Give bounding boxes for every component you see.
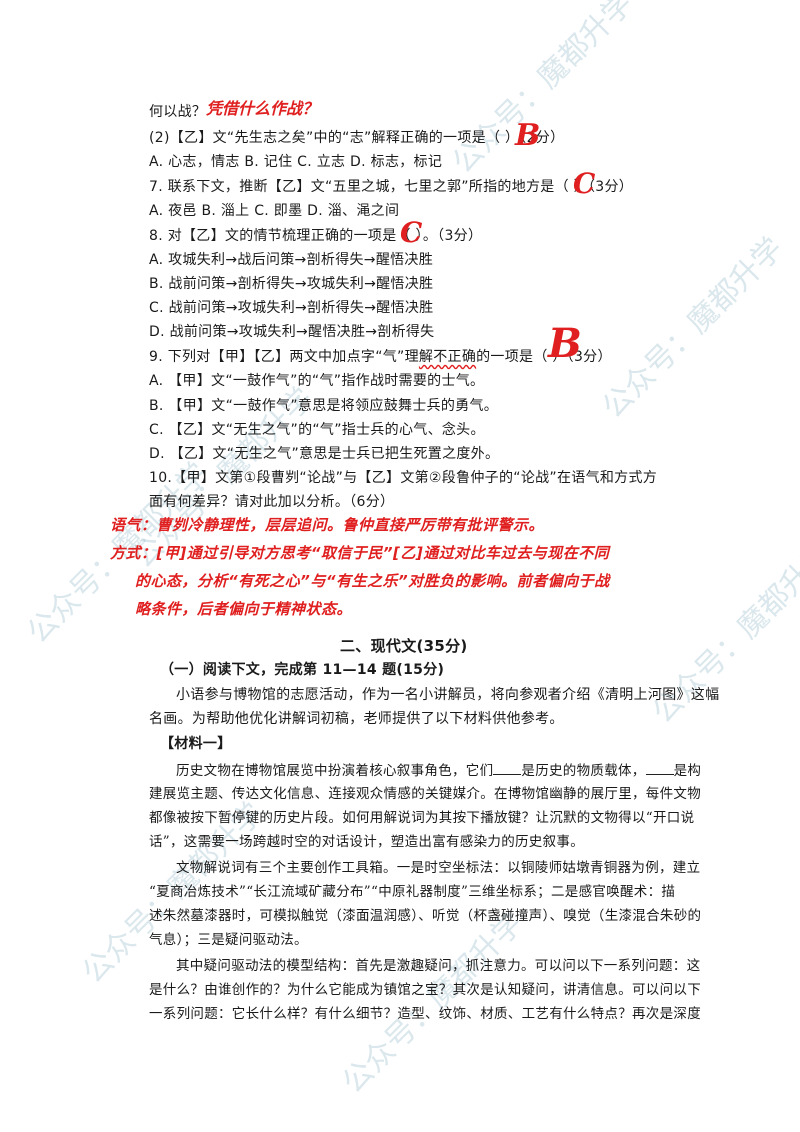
handwritten-answer-mark: C <box>573 167 596 200</box>
material-text: 是什么？由谁创作的？为什么它能成为镇馆之宝？其次是认知疑问，讲清信息。可以问以下 <box>149 982 701 998</box>
section-title: 二、现代文(35分) <box>340 637 468 655</box>
handwritten-note: 语气：曹刿冷静理性，层层追问。鲁仲直接严厉带有批评警示。 <box>110 516 545 534</box>
question-continuation: 何以战？ <box>149 104 207 120</box>
question-8: 8. 对【乙】文的情节梳理正确的一项是（ ）。（3分） <box>149 228 483 244</box>
handwritten-note: 略条件，后者偏向于精神状态。 <box>135 600 353 618</box>
material-text: “夏商冶炼技术”“长江流域矿藏分布”“中原礼器制度”三维坐标系；二是感官唤醒术：… <box>149 884 676 900</box>
question-6-2-options: A. 心志，情志 B. 记住 C. 立志 D. 标志，标记 <box>149 154 443 170</box>
text-span: 历史文物在博物馆展览中扮演着核心叙事角色，它们 <box>176 763 494 779</box>
material-text: 历史文物在博物馆展览中扮演着核心叙事角色，它们 是历史的物质载体， 是构 <box>176 760 701 781</box>
material-text: 述朱然墓漆器时，可模拟触觉（漆面温润感）、听觉（杯盏碰撞声）、嗅觉（生漆混合朱砂… <box>149 908 702 924</box>
option-item: D. 【乙】文“无生之气”意思是士兵已把生死置之度外。 <box>149 446 500 462</box>
subsection-title: （一）阅读下文，完成第 11—14 题(15分) <box>160 662 445 678</box>
handwritten-note: 的心态，分析“有死之心”与“有生之乐”对胜负的影响。前者偏向于战 <box>135 572 610 590</box>
handwritten-annotation: 凭借什么作战？ <box>206 99 319 118</box>
question-6-2: (2)【乙】文“先生志之矣”中的“志”解释正确的一项是（ ）（2分） <box>149 130 565 146</box>
material-text: 气息）；三是疑问驱动法。 <box>149 932 308 948</box>
watermark: 公众号：魔都升学 <box>595 230 791 426</box>
option-item: B. 战前问策→剖析得失→攻城失利→醒悟决胜 <box>149 276 434 292</box>
option-item: A. 攻城失利→战后问策→剖析得失→醒悟决胜 <box>149 252 434 268</box>
option-item: C. 【乙】文“无生之气”的“气”指士兵的心气、念头。 <box>149 422 485 438</box>
fill-in-blank <box>645 760 674 775</box>
text-span: 是历史的物质载体， <box>521 763 646 779</box>
question-7-options: A. 夜邑 B. 淄上 C. 即墨 D. 淄、渑之间 <box>149 203 400 219</box>
option-item: D. 战前问策→攻城失利→醒悟决胜→剖析得失 <box>149 324 435 340</box>
option-item: C. 战前问策→攻城失利→剖析得失→醒悟决胜 <box>149 300 434 316</box>
watermark: 公众号：魔都升学 <box>335 905 531 1101</box>
handwritten-answer-mark: B <box>548 320 582 367</box>
material-text: 话”，这需要一场跨越时空的对话设计，塑造出富有感染力的历史叙事。 <box>149 834 585 850</box>
handwritten-note: 方式：[甲]通过引导对方思考“取信于民”[乙]通过对比车过去与现在不同 <box>110 544 610 562</box>
option-item: A. 【甲】文“一鼓作气”的“气”指作战时需要的士气。 <box>149 373 485 389</box>
intro-text: 小语参与博物馆的志愿活动，作为一名小讲解员，将向参观者介绍《清明上河图》这幅 <box>176 687 720 703</box>
material-text: 文物解说词有三个主要创作工具箱。一是时空坐标法：以铜陵师姑墩青铜器为例，建立 <box>176 860 701 876</box>
option-item: B. 【甲】文“一鼓作气”意思是将领应鼓舞士兵的勇气。 <box>149 398 499 414</box>
material-text: 一系列问题：它长什么样？有什么细节？造型、纹饰、材质、工艺有什么特点？再次是深度 <box>149 1006 701 1022</box>
material-text: 其中疑问驱动法的模型结构：首先是激趣疑问，抓注意力。可以问以下一系列问题：这 <box>176 958 701 974</box>
handwritten-answer-mark: B <box>515 118 541 153</box>
text-span: 是构 <box>673 763 702 779</box>
watermark: 公众号：魔都升学 <box>445 0 641 181</box>
fill-in-blank <box>493 760 522 775</box>
material-text: 都像被按下暂停键的历史片段。如何用解说词为其按下播放键？让沉默的文物得以“开口说 <box>149 810 695 826</box>
question-9: 9. 下列对【甲】【乙】两文中加点字“气”理解不正确的一项是（ ）（3分） <box>149 347 612 367</box>
question-7: 7. 联系下文，推断【乙】文“五里之城，七里之郭”所指的地方是（ ）（3分） <box>149 179 634 195</box>
intro-text: 名画。为帮助他优化讲解词初稿，老师提供了以下材料供他参考。 <box>149 711 564 727</box>
handwritten-answer-mark: C <box>400 216 423 249</box>
question-9-text: 的一项是（ ）（3分） <box>476 349 612 365</box>
question-9-text: 9. 下列对【甲】【乙】两文中加点字“气”理 <box>149 349 419 365</box>
material-title: 【材料一】 <box>160 736 232 752</box>
question-10: 面有何差异？请对此加以分析。（6分） <box>149 494 395 510</box>
question-10: 10.【甲】文第①段曹刿“论战”与【乙】文第②段鲁仲子的“论战”在语气和方式方 <box>149 470 658 486</box>
question-9-underlined: 解不正确 <box>418 349 477 365</box>
material-text: 建展览主题、传达文化信息、连接观众情感的关键媒介。在博物馆幽静的展厅里，每件文物 <box>149 786 701 802</box>
